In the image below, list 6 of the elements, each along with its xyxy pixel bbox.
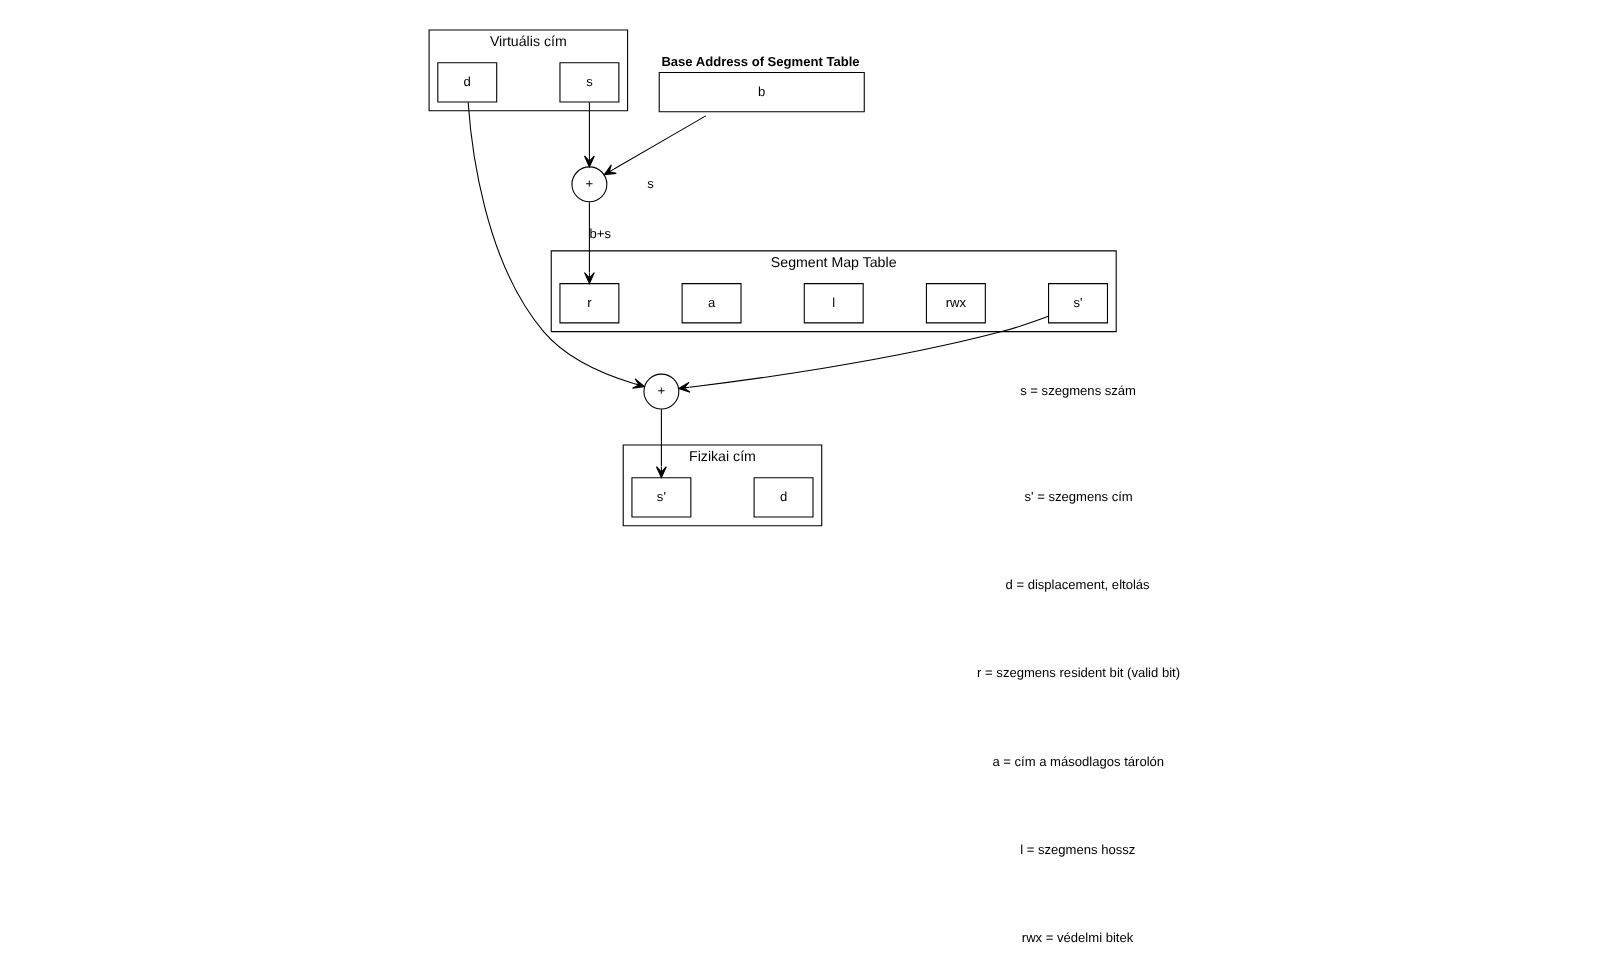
arrow (677, 315, 1048, 393)
arrow (466, 101, 644, 389)
arrow (654, 408, 666, 479)
arrow (582, 101, 594, 168)
arrow (582, 201, 594, 285)
arrow (602, 115, 706, 176)
